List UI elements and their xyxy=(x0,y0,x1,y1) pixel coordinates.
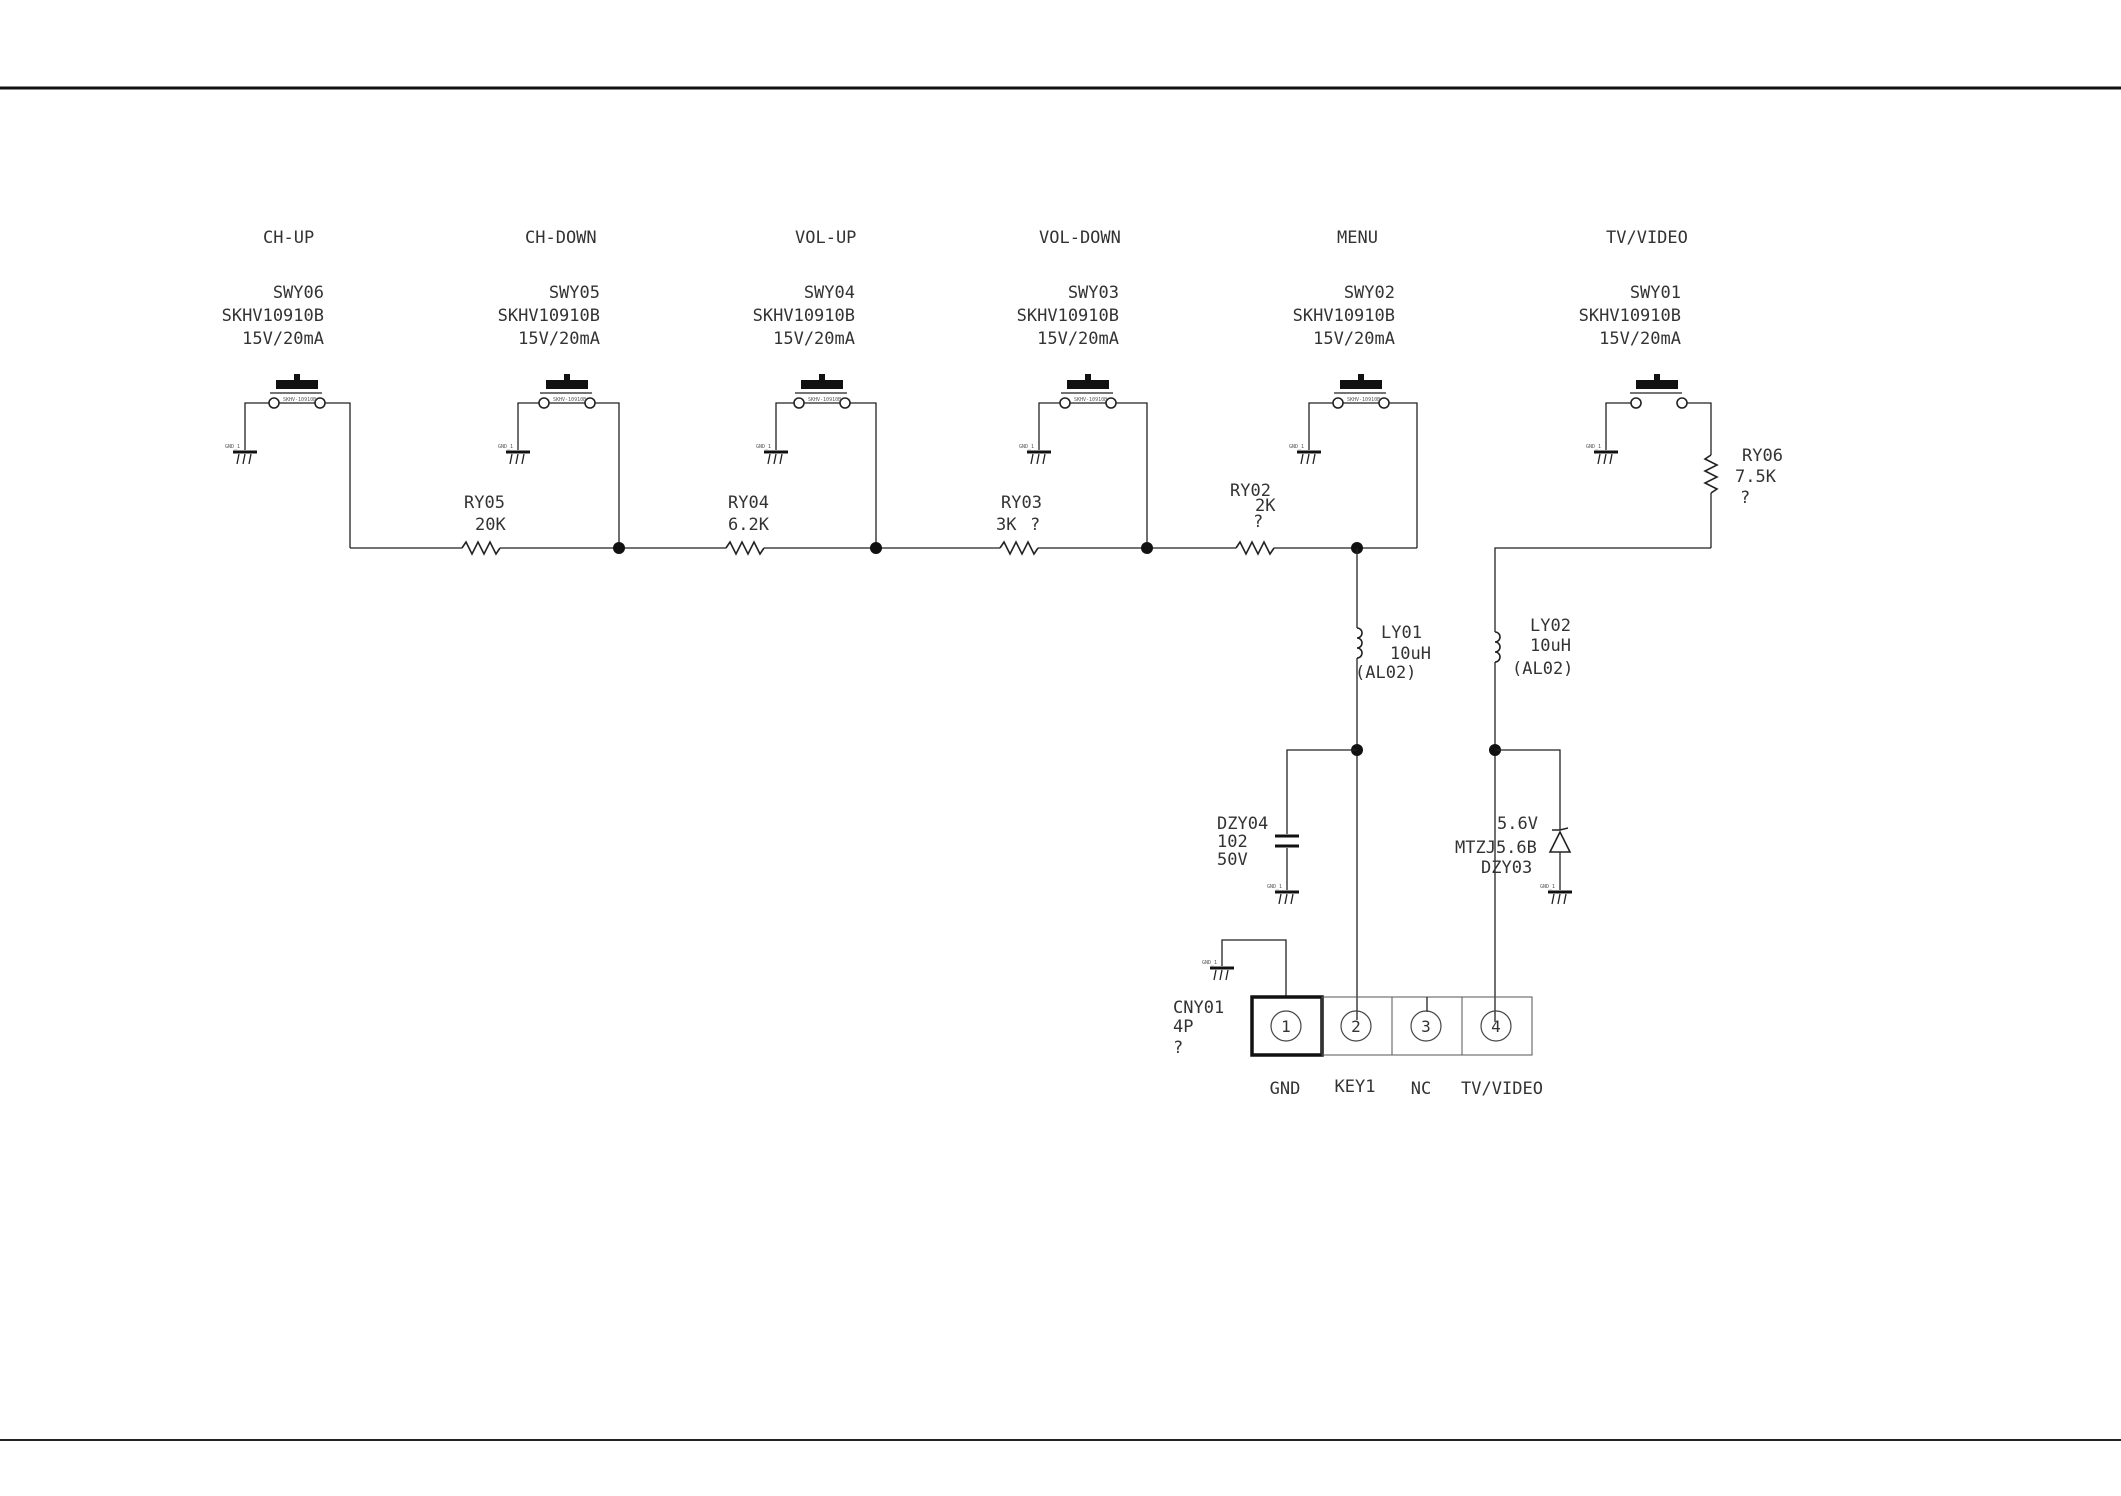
connector-ref: CNY01 xyxy=(1173,998,1224,1018)
zener-part: MTZJ5.6B xyxy=(1455,838,1537,858)
connector-pin-1-name: GND xyxy=(1270,1079,1301,1099)
switch-2-ref-label: SWY02 xyxy=(1344,283,1395,303)
junction-dot xyxy=(1141,542,1153,554)
switch-swy01-symbol xyxy=(1605,374,1712,455)
svg-text:GND_1: GND_1 xyxy=(1586,444,1601,450)
svg-text:SKHV-10910B: SKHV-10910B xyxy=(283,397,316,403)
switch-6-part-label: SKHV10910B xyxy=(222,306,324,326)
switch-2-rating-label: 15V/20mA xyxy=(1313,329,1395,349)
connector-cny01: GND_1 xyxy=(1202,939,1533,1057)
connector-note: ? xyxy=(1173,1038,1183,1058)
resistor-ry03-ref: RY03 xyxy=(1001,493,1042,513)
switch-swy03-symbol: SKHV-10910B xyxy=(1038,374,1148,548)
resistor-ry04-ref: RY04 xyxy=(728,493,769,513)
connector-pin-2-number: 2 xyxy=(1351,1017,1361,1036)
svg-text:GND_1: GND_1 xyxy=(1202,960,1217,966)
inductor-ly01-note: (AL02) xyxy=(1355,663,1416,683)
svg-text:SKHV-10910B: SKHV-10910B xyxy=(808,397,841,403)
switch-6-function-label: CH-UP xyxy=(263,228,314,248)
inductor-ly02-note: (AL02) xyxy=(1512,659,1573,679)
svg-text:GND_1: GND_1 xyxy=(1540,884,1555,890)
capacitor-dzy04-ref: DZY04 xyxy=(1217,814,1268,834)
resistor-ladder-bus xyxy=(350,540,1417,556)
switch-1-rating-label: 15V/20mA xyxy=(1599,329,1681,349)
resistor-ry04-value: 6.2K xyxy=(728,515,770,535)
zener-ref: DZY03 xyxy=(1481,858,1532,878)
svg-text:GND_1: GND_1 xyxy=(498,444,513,450)
inductor-ly01-value: 10uH xyxy=(1390,644,1431,664)
switch-2-part-label: SKHV10910B xyxy=(1293,306,1395,326)
zener-voltage: 5.6V xyxy=(1497,814,1538,834)
inductor-ly01-ref: LY01 xyxy=(1381,623,1422,643)
switch-swy06-symbol: SKHV-10910B xyxy=(244,374,351,548)
switch-6-rating-label: 15V/20mA xyxy=(242,329,324,349)
junction-dot xyxy=(613,542,625,554)
svg-text:GND_1: GND_1 xyxy=(225,444,240,450)
switch-5-rating-label: 15V/20mA xyxy=(518,329,600,349)
connector-pin-2-name: KEY1 xyxy=(1335,1077,1376,1097)
resistor-ry06-note: ? xyxy=(1740,488,1750,508)
resistor-ry05-value: 20K xyxy=(475,515,506,535)
switch-5-part-label: SKHV10910B xyxy=(498,306,600,326)
resistor-ry02-ref: RY02 xyxy=(1230,481,1271,501)
svg-text:GND_1: GND_1 xyxy=(1019,444,1034,450)
connector-pin-4-name: TV/VIDEO xyxy=(1461,1079,1543,1099)
resistor-ry02-note: ? xyxy=(1253,512,1263,532)
switch-swy04-symbol: SKHV-10910B xyxy=(775,374,877,548)
capacitor-dzy04-rating: 50V xyxy=(1217,850,1248,870)
switch-swy02-symbol: SKHV-10910B xyxy=(1308,374,1418,548)
switch-2-function-label: MENU xyxy=(1337,228,1378,248)
resistor-ry06-symbol xyxy=(1494,454,1719,620)
svg-text:SKHV-10910B: SKHV-10910B xyxy=(1347,397,1380,403)
connector-pin-3-name: NC xyxy=(1411,1079,1431,1099)
svg-text:GND_1: GND_1 xyxy=(1289,444,1304,450)
switch-1-part-label: SKHV10910B xyxy=(1579,306,1681,326)
capacitor-dzy04-symbol: GND_1 xyxy=(1267,749,1357,905)
resistor-ry06-ref: RY06 xyxy=(1742,446,1783,466)
switch-4-ref-label: SWY04 xyxy=(804,283,855,303)
switch-4-part-label: SKHV10910B xyxy=(753,306,855,326)
switch-1-ref-label: SWY01 xyxy=(1630,283,1681,303)
resistor-ry03-value: 3K xyxy=(996,515,1017,535)
switch-5-ref-label: SWY05 xyxy=(549,283,600,303)
resistor-ry02-value: 2K xyxy=(1255,496,1276,516)
connector-pin-3-number: 3 xyxy=(1421,1017,1431,1036)
inductor-ly02-value: 10uH xyxy=(1530,636,1571,656)
switch-1-function-label: TV/VIDEO xyxy=(1606,228,1688,248)
svg-text:SKHV-10910B: SKHV-10910B xyxy=(553,397,586,403)
inductor-ly02-ref: LY02 xyxy=(1530,616,1571,636)
inductor-ly02-symbol xyxy=(1494,620,1501,1022)
switch-3-function-label: VOL-DOWN xyxy=(1039,228,1121,248)
ground-symbols-switches: GND_1 GND_1 GND_1 GND_1 GND_1 GND_1 xyxy=(225,444,1618,465)
switch-4-rating-label: 15V/20mA xyxy=(773,329,855,349)
svg-text:SKHV-10910B: SKHV-10910B xyxy=(1074,397,1107,403)
svg-text:GND_1: GND_1 xyxy=(1267,884,1282,890)
capacitor-dzy04-value: 102 xyxy=(1217,832,1248,852)
switch-6-ref-label: SWY06 xyxy=(273,283,324,303)
junction-dot xyxy=(870,542,882,554)
connector-size: 4P xyxy=(1173,1017,1193,1037)
resistor-ry06-value: 7.5K xyxy=(1735,467,1777,487)
switch-5-function-label: CH-DOWN xyxy=(525,228,597,248)
inductor-ly01-symbol xyxy=(1356,548,1363,1020)
connector-pin-4-number: 4 xyxy=(1491,1017,1501,1036)
switch-3-part-label: SKHV10910B xyxy=(1017,306,1119,326)
resistor-ry05-ref: RY05 xyxy=(464,493,505,513)
svg-text:GND_1: GND_1 xyxy=(756,444,771,450)
switch-3-rating-label: 15V/20mA xyxy=(1037,329,1119,349)
switch-4-function-label: VOL-UP xyxy=(795,228,856,248)
switch-3-ref-label: SWY03 xyxy=(1068,283,1119,303)
resistor-ry03-note: ? xyxy=(1030,515,1040,535)
switch-swy05-symbol: SKHV-10910B xyxy=(517,374,620,548)
zener-dzy03-symbol: GND_1 xyxy=(1495,749,1572,905)
connector-pin-1-number: 1 xyxy=(1281,1017,1291,1036)
